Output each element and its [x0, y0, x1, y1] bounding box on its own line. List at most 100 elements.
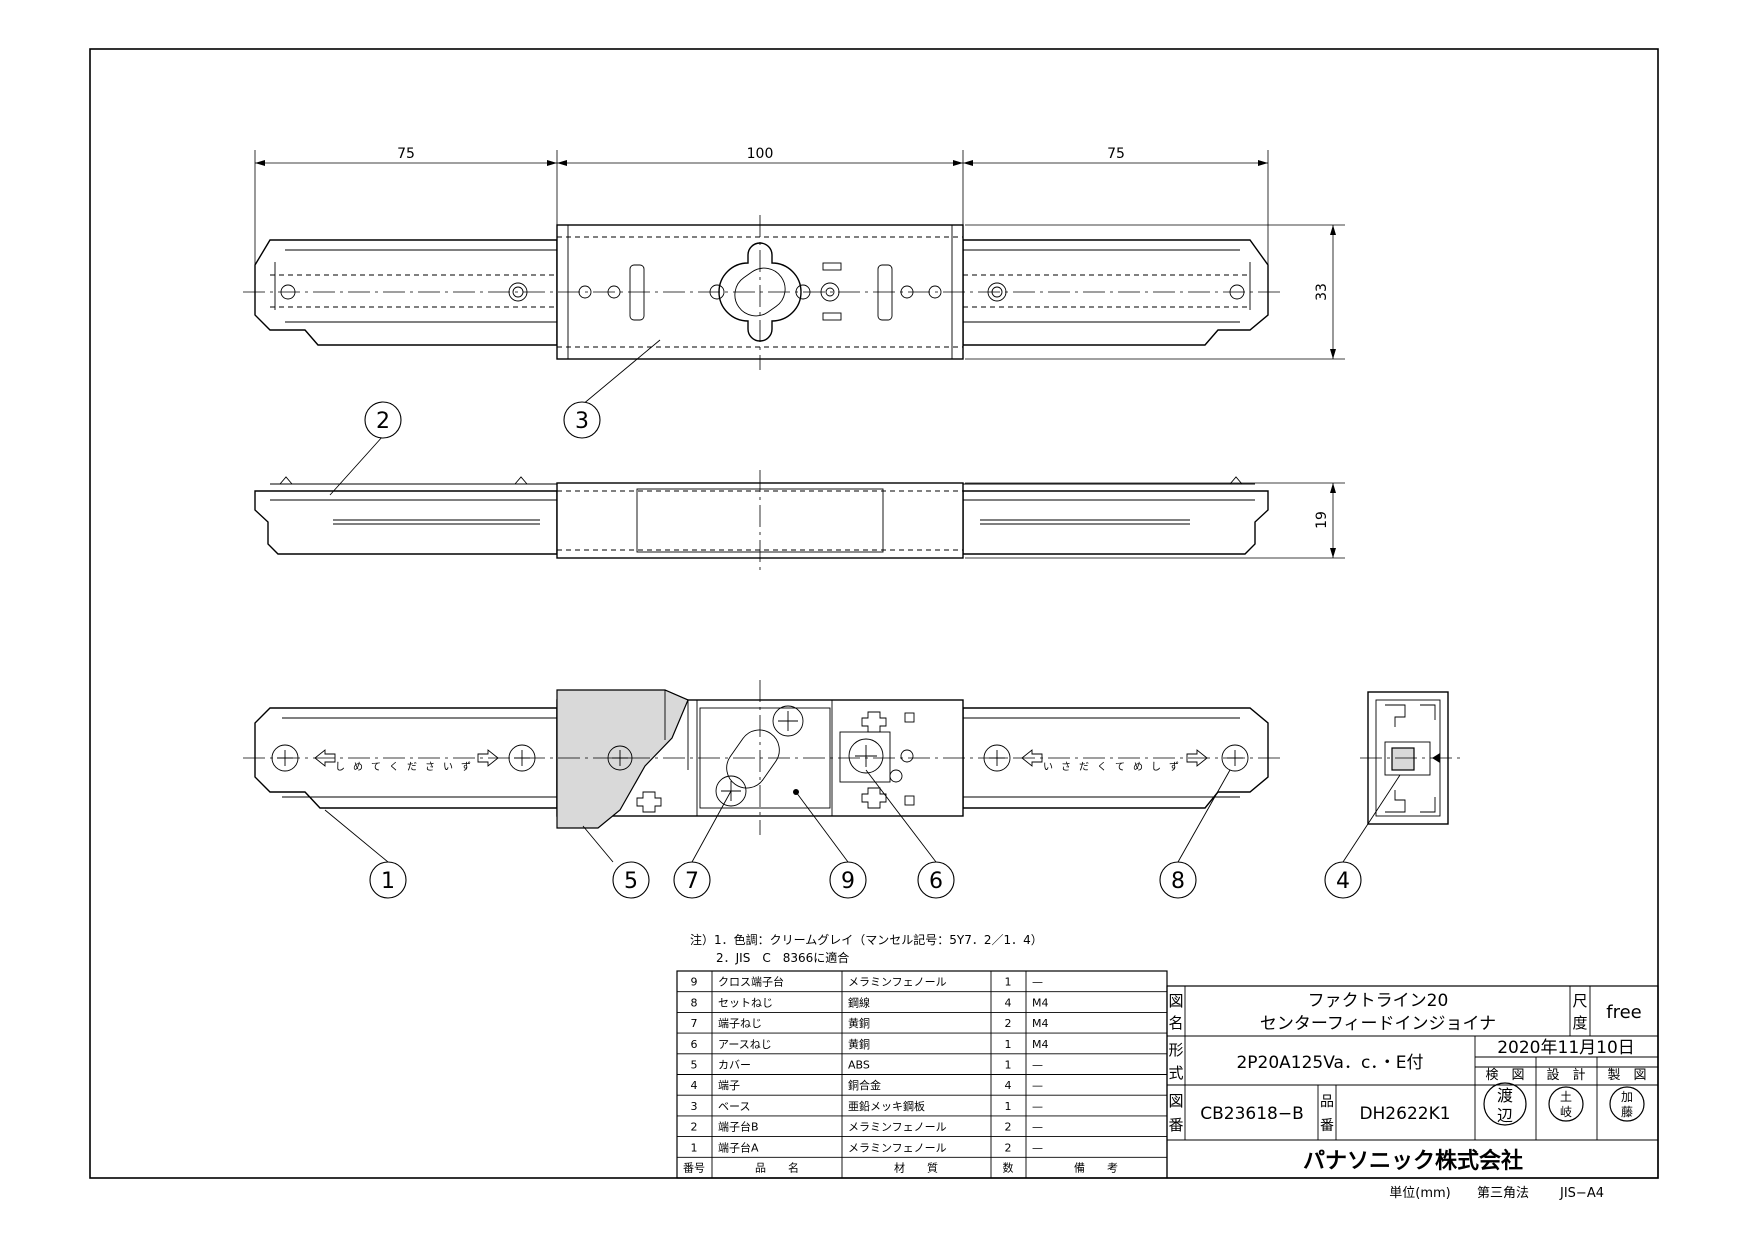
engraved-char: く — [1097, 762, 1107, 773]
svg-text:6: 6 — [929, 869, 943, 894]
parts-cell-name: 端子 — [718, 1079, 740, 1092]
callout-8: 8 — [1159, 861, 1197, 899]
parts-cell-remarks: M4 — [1032, 996, 1049, 1009]
parts-cell-name: 端子台B — [718, 1120, 759, 1134]
role-drafter: 製 図 — [1607, 1068, 1646, 1083]
parts-cell-no: 1 — [691, 1141, 698, 1154]
scale-label-1: 尺 — [1572, 992, 1587, 1010]
scale-value: free — [1606, 1002, 1642, 1023]
parts-cell-qty: 1 — [1005, 976, 1012, 989]
parts-cell-remarks: — — [1032, 1141, 1043, 1154]
callout-1: 1 — [369, 861, 407, 899]
callout-2: 2 — [364, 401, 402, 439]
engraved-char: ず — [1169, 761, 1179, 773]
svg-text:渡: 渡 — [1497, 1086, 1513, 1105]
svg-text:8: 8 — [1171, 869, 1185, 894]
zumei-label-1: 図 — [1168, 992, 1183, 1010]
note-line-2: 2．JIS C 8366に適合 — [716, 950, 849, 965]
engraved-char: ず — [461, 761, 471, 773]
parts-cell-remarks: M4 — [1032, 1038, 1049, 1051]
bottom-view: しめてくださいず いさだくてめしず — [243, 680, 1280, 835]
engraved-char: さ — [425, 761, 435, 773]
parts-cell-name: 端子台A — [718, 1140, 759, 1154]
callout-9: 9 — [829, 861, 867, 899]
role-designer: 設 計 — [1546, 1067, 1585, 1083]
parts-cell-material: メラミンフェノール — [848, 1141, 947, 1154]
parts-cell-qty: 4 — [1005, 996, 1012, 1009]
parts-cell-qty: 2 — [1005, 1141, 1012, 1154]
engraved-char: し — [1151, 761, 1161, 773]
callout-6: 6 — [917, 861, 955, 899]
dim-left-75: 75 — [397, 146, 415, 162]
zuban-label-2: 番 — [1168, 1116, 1183, 1134]
svg-text:岐: 岐 — [1560, 1105, 1572, 1119]
parts-cell-qty: 1 — [1005, 1059, 1012, 1072]
model-value: 2P20A125Va．c．・E付 — [1236, 1053, 1423, 1073]
parts-cell-qty: 4 — [1005, 1079, 1012, 1092]
callout-4: 4 — [1324, 861, 1362, 899]
svg-text:加: 加 — [1621, 1090, 1633, 1104]
parts-cell-material: 亜鉛メッキ鋼板 — [848, 1099, 925, 1113]
svg-text:辺: 辺 — [1497, 1106, 1513, 1125]
zumei-label-2: 名 — [1168, 1014, 1183, 1032]
dim-center-100: 100 — [747, 146, 774, 162]
svg-text:4: 4 — [1336, 869, 1350, 894]
parts-cell-material: メラミンフェノール — [848, 1121, 947, 1134]
title-line-2: センターフィードインジョイナ — [1260, 1014, 1496, 1034]
leader-lines — [324, 339, 1401, 863]
parts-cell-material: 黄銅 — [848, 1037, 870, 1051]
drawing-number: CB23618−B — [1200, 1104, 1304, 1124]
terminal-engraving-left: しめてくださいず — [335, 761, 471, 773]
paper-size-label: JIS−A4 — [1559, 1186, 1604, 1201]
parts-cell-qty: 1 — [1005, 1038, 1012, 1051]
projection-label: 第三角法 — [1477, 1186, 1529, 1201]
role-checker: 検 図 — [1485, 1068, 1524, 1083]
parts-cell-remarks: — — [1032, 1100, 1043, 1113]
svg-text:1: 1 — [381, 869, 395, 894]
engraved-char: だ — [1079, 761, 1089, 773]
parts-cell-no: 8 — [691, 996, 698, 1009]
dim-height-33: 33 — [1314, 283, 1330, 301]
model-label-2: 式 — [1168, 1064, 1183, 1082]
parts-cell-material: ABS — [848, 1059, 870, 1072]
parts-cell-material: 銅合金 — [848, 1078, 881, 1092]
svg-text:7: 7 — [685, 869, 699, 894]
parts-cell-name: アースねじ — [718, 1038, 772, 1051]
parts-cell-no: 9 — [691, 976, 698, 989]
engraved-char: て — [1115, 762, 1125, 773]
parts-cell-remarks: — — [1032, 1059, 1043, 1072]
engraved-char: め — [1133, 761, 1143, 773]
svg-text:9: 9 — [841, 869, 855, 894]
unit-label: 単位(mm) — [1389, 1185, 1450, 1201]
callout-7: 7 — [673, 861, 711, 899]
parts-header-name: 品 名 — [755, 1160, 799, 1174]
part-number: DH2622K1 — [1359, 1104, 1450, 1124]
svg-text:2: 2 — [376, 409, 390, 434]
title-block: 図 名 ファクトライン20 センターフィードインジョイナ 尺 度 free 形 … — [1166, 985, 1659, 1179]
title-line-1: ファクトライン20 — [1308, 991, 1449, 1011]
engraved-char: い — [1043, 762, 1053, 773]
parts-cell-no: 3 — [691, 1100, 698, 1113]
parts-cell-remarks: — — [1032, 1079, 1043, 1092]
engraved-char: て — [371, 762, 381, 773]
parts-header-no: 番号 — [683, 1161, 705, 1174]
side-view: 19 — [254, 470, 1345, 570]
stamp-checker-seal: 渡 辺 — [1483, 1082, 1527, 1126]
parts-cell-qty: 2 — [1005, 1121, 1012, 1134]
parts-cell-material: メラミンフェノール — [848, 976, 947, 989]
parts-cell-material: 鋼線 — [848, 995, 870, 1009]
drawing-date: 2020年11月10日 — [1497, 1038, 1635, 1058]
parts-cell-no: 7 — [691, 1017, 698, 1030]
parts-cell-name: セットねじ — [718, 996, 773, 1009]
model-label-1: 形 — [1168, 1041, 1183, 1059]
parts-header-material: 材 質 — [894, 1160, 938, 1174]
note-line-1: 注）1．色調：クリームグレイ（マンセル記号：5Y7．2／1．4） — [690, 932, 1043, 947]
scale-label-2: 度 — [1572, 1014, 1587, 1032]
svg-text:5: 5 — [624, 869, 638, 894]
parts-header-qty: 数 — [1003, 1161, 1014, 1174]
parts-cell-no: 4 — [691, 1079, 698, 1092]
parts-cell-remarks: M4 — [1032, 1017, 1049, 1030]
dimension-top: 75 100 75 33 — [254, 146, 1345, 360]
